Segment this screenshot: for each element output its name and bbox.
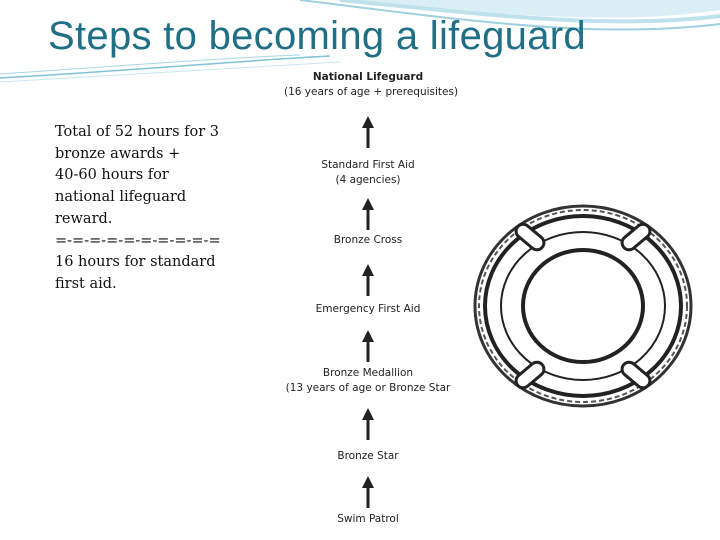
step-label: Emergency First Aid [315,303,421,315]
body-line: national lifeguard [55,189,187,206]
body-line: 16 hours for standard [55,254,216,271]
up-arrow-icon [362,330,374,362]
body-line: =-=-=-=-=-=-=-=-=-= [55,232,221,249]
step-sub: (16 years of age + prerequisites) [284,86,459,98]
step-label: Bronze Medallion [322,367,414,379]
up-arrow-icon [362,116,374,148]
header-swoosh-decoration [0,0,720,83]
step-label: Bronze Cross [333,234,403,246]
step-label: National Lifeguard [312,71,424,83]
step-sub: (4 agencies) [335,174,401,186]
step-national-lifeguard: National Lifeguard (16 years of age + pr… [284,70,459,100]
step-label: Bronze Star [337,450,399,462]
body-line: reward. [55,210,113,227]
body-line: 40-60 hours for [55,167,169,184]
body-line: first aid. [55,275,117,292]
step-bronze-cross: Bronze Cross [284,233,452,248]
step-bronze-star: Bronze Star [284,449,452,464]
up-arrow-icon [362,476,374,508]
lifeguard-flowchart: National Lifeguard (16 years of age + pr… [284,66,459,536]
up-arrow-icon [362,198,374,230]
step-sub: (13 years of age or Bronze Star [285,382,451,394]
step-standard-first-aid: Standard First Aid (4 agencies) [284,158,452,188]
body-text: Total of 52 hours for 3 bronze awards + … [55,122,245,296]
life-ring-icon [473,204,693,408]
up-arrow-icon [362,408,374,440]
life-ring-panel [466,178,700,434]
step-label: Swim Patrol [337,513,399,525]
body-line: Total of 52 hours for 3 [55,124,220,140]
step-swim-patrol: Swim Patrol [284,512,452,527]
step-bronze-medallion: Bronze Medallion (13 years of age or Bro… [284,366,452,396]
slide-title: Steps to becoming a lifeguard [48,14,586,58]
up-arrow-icon [362,264,374,296]
step-emergency-first-aid: Emergency First Aid [284,302,452,317]
body-line: bronze awards + [55,145,181,162]
step-label: Standard First Aid [321,159,415,171]
